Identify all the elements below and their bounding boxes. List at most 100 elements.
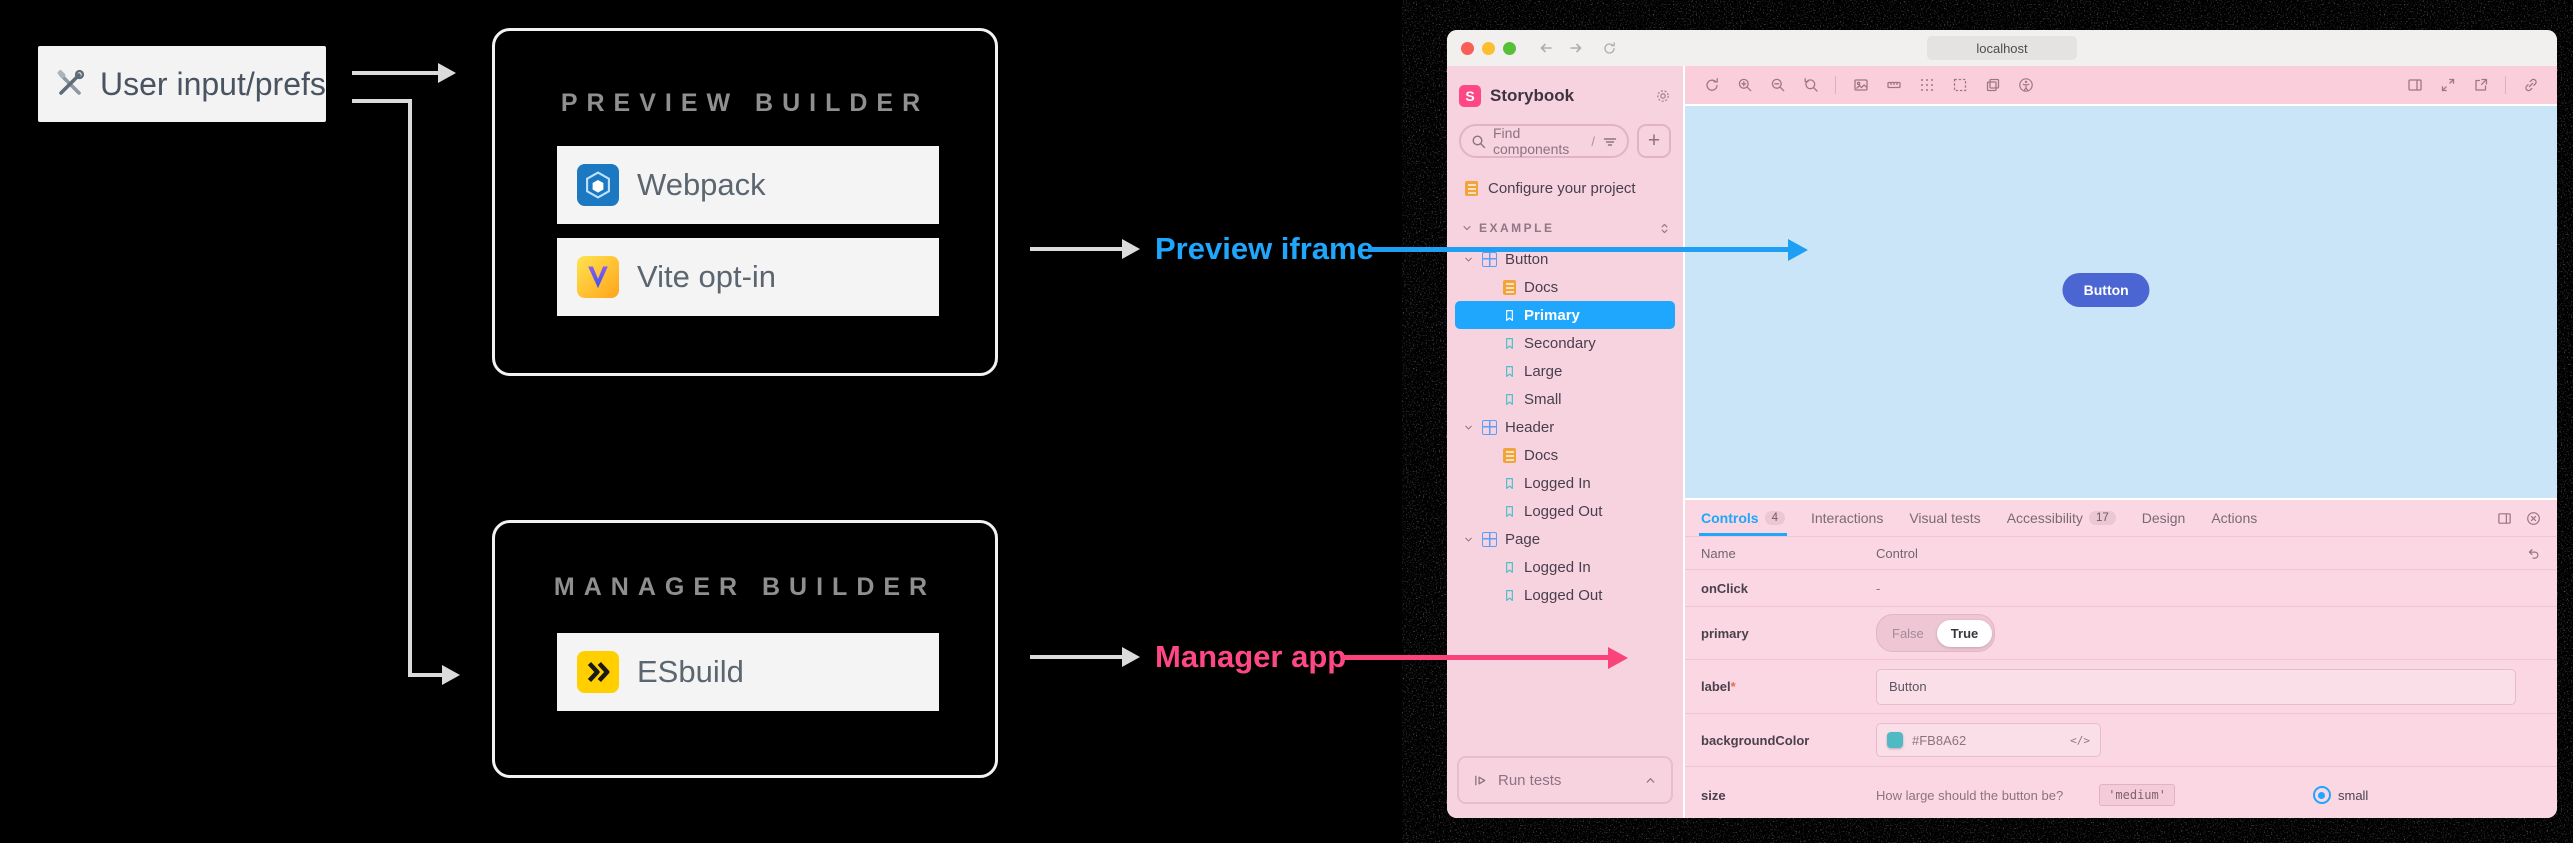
arrowhead [1122,647,1140,667]
control-row-onclick: onClick - [1685,569,2557,606]
backgroundcolor-input[interactable]: #FB8A62 </> [1876,723,2101,757]
color-swatch[interactable] [1887,732,1903,748]
zoom-reset-icon[interactable] [1794,77,1827,93]
flow-line [352,99,412,103]
open-external-icon[interactable] [2464,77,2497,93]
zoom-out-icon[interactable] [1761,77,1794,93]
tree-label: Logged Out [1524,586,1603,604]
preview-arrowhead [1788,239,1808,261]
fullscreen-icon[interactable] [2431,77,2464,93]
control-name: primary [1701,625,1749,641]
reload-icon[interactable] [1602,41,1617,56]
tab-label: Visual tests [1909,510,1981,526]
manager-app-arrow [1342,655,1608,660]
chevron-down-icon [1463,422,1474,433]
label-text-input[interactable]: Button [1876,668,2516,705]
bookmark-icon [1503,561,1516,574]
backgrounds-icon[interactable] [1844,77,1877,93]
document-icon [1503,447,1516,463]
sidebar-item-page-loggedout[interactable]: Logged Out [1459,581,1671,609]
grid-icon[interactable] [1910,77,1943,93]
bookmark-icon [1503,309,1516,322]
search-input[interactable]: Find components / [1459,124,1629,158]
sidebar-item-primary-selected[interactable]: Primary [1455,301,1675,329]
sidebar-item-button[interactable]: Button [1459,245,1671,273]
size-description: How large should the button be? [1876,787,2064,803]
browser-tab-title: localhost [1976,40,2028,56]
panel-position-icon[interactable] [2497,511,2512,526]
tab-label: Actions [2211,510,2258,526]
measure-icon[interactable] [1877,77,1910,93]
control-value: - [1876,580,1881,596]
sidebar-item-page-loggedin[interactable]: Logged In [1459,553,1671,581]
main-area: Button Controls 4 Interactions Visual te… [1683,66,2557,818]
collapse-all-icon[interactable] [1658,222,1671,235]
outline-icon[interactable] [1943,77,1976,93]
close-window-button[interactable] [1461,41,1474,55]
tab-visual-tests[interactable]: Visual tests [1909,500,1980,536]
manager-builder-box: MANAGER BUILDER ESbuild [492,520,998,778]
run-tests-button[interactable]: Run tests [1457,756,1673,804]
remount-icon[interactable] [1695,77,1728,93]
manager-builder-title: MANAGER BUILDER [553,573,937,601]
browser-titlebar: localhost [1447,30,2557,66]
sidebar-item-header-docs[interactable]: Docs [1459,441,1671,469]
size-radio-small[interactable]: small [2312,786,2368,804]
tab-label: Interactions [1810,510,1884,526]
close-panel-icon[interactable] [2526,511,2541,526]
configure-label: Configure your project [1488,180,1636,197]
reset-controls-icon[interactable] [2526,546,2541,561]
toggle-true[interactable]: True [1936,619,1993,647]
panel-toggle-icon[interactable] [2398,77,2431,93]
sidebar-item-large[interactable]: Large [1459,357,1671,385]
bookmark-icon [1503,477,1516,490]
tree-label: Secondary [1524,334,1596,352]
tree-label: Header [1505,418,1555,436]
tab-interactions[interactable]: Interactions [1811,500,1883,536]
zoom-in-icon[interactable] [1728,77,1761,93]
tree-label: Large [1524,362,1563,380]
sidebar-item-header-loggedout[interactable]: Logged Out [1459,497,1671,525]
flow-line [1030,247,1122,251]
control-row-backgroundcolor: backgroundColor #FB8A62 </> [1685,713,2557,766]
size-raw-value: 'medium' [2099,784,2175,806]
back-icon[interactable] [1538,40,1554,56]
vite-logo-icon [577,256,619,298]
sidebar-item-header-loggedin[interactable]: Logged In [1459,469,1671,497]
sidebar-item-button-docs[interactable]: Docs [1459,273,1671,301]
accessibility-icon[interactable] [2009,77,2042,93]
toggle-false[interactable]: False [1892,625,1924,641]
viewport-icon[interactable] [1976,77,2009,93]
tab-accessibility[interactable]: Accessibility 17 [2007,500,2116,536]
tab-design[interactable]: Design [2142,500,2186,536]
browser-tab[interactable]: localhost [1927,36,2077,60]
chevron-up-icon[interactable] [1644,774,1657,787]
zoom-window-button[interactable] [1503,41,1516,55]
storybook-brand[interactable]: S Storybook [1459,82,1671,110]
canvas-toolbar [1685,66,2557,104]
tab-actions[interactable]: Actions [2211,500,2257,536]
create-story-button[interactable]: + [1637,124,1671,158]
svg-text:S: S [1465,88,1474,104]
preview-canvas: Button [1685,104,2557,498]
search-icon [1471,134,1486,149]
filter-icon[interactable] [1602,134,1617,149]
sidebar-item-page[interactable]: Page [1459,525,1671,553]
copy-link-icon[interactable] [2514,77,2547,93]
section-header-example[interactable]: EXAMPLE [1459,221,1671,235]
forward-icon[interactable] [1568,40,1584,56]
tab-controls[interactable]: Controls 4 [1699,500,1787,536]
tab-label: Controls [1701,510,1759,526]
gear-icon[interactable] [1655,88,1671,104]
sidebar-item-configure[interactable]: Configure your project [1459,180,1671,197]
code-icon[interactable]: </> [2070,733,2090,747]
sidebar-item-secondary[interactable]: Secondary [1459,329,1671,357]
minimize-window-button[interactable] [1482,41,1495,55]
panel-tabs: Controls 4 Interactions Visual tests Acc… [1685,500,2557,536]
sidebar-item-small[interactable]: Small [1459,385,1671,413]
story-button[interactable]: Button [2062,273,2150,308]
primary-toggle[interactable]: False True [1876,614,1996,652]
document-icon [1503,279,1516,295]
sidebar-item-header[interactable]: Header [1459,413,1671,441]
preview-iframe-arrow [1368,247,1788,252]
